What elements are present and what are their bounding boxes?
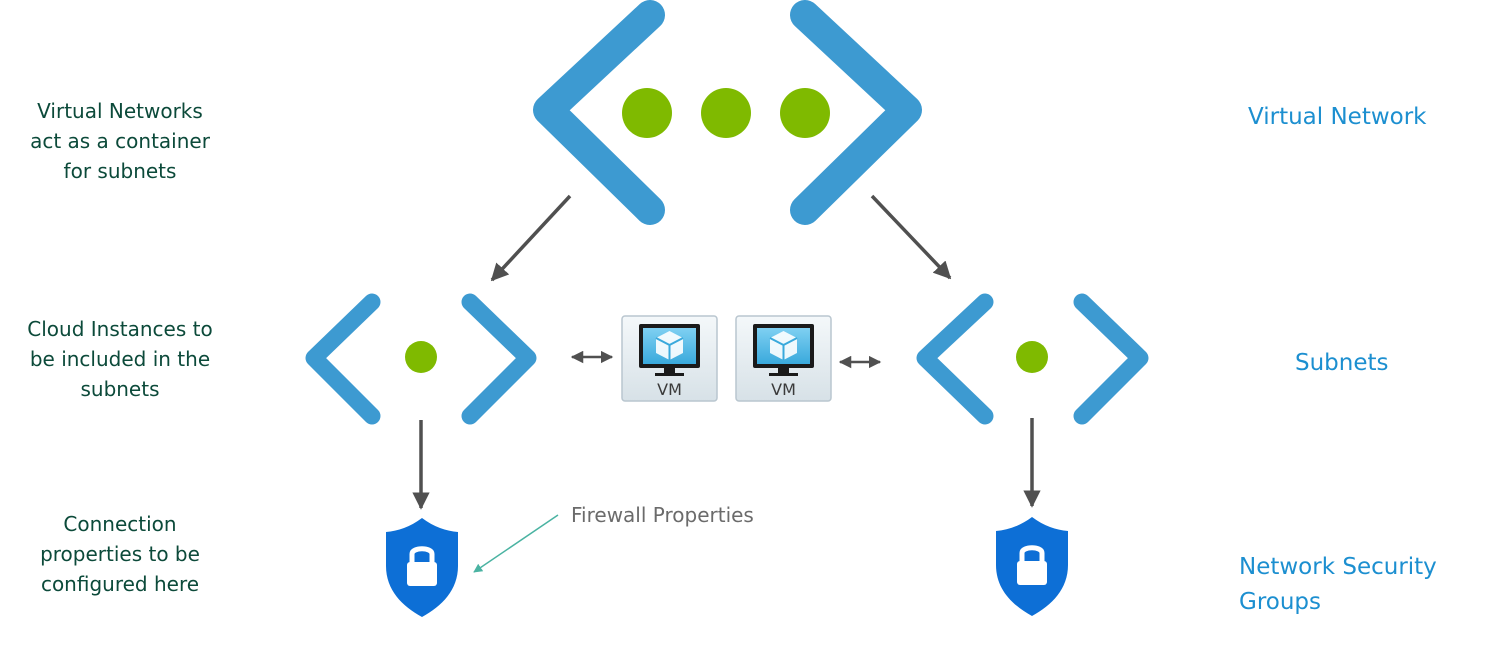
nsg-label-line2: Groups [1239,589,1322,615]
arrow-vnet-to-subnet-left [490,194,572,282]
connection-properties-description: Connection properties to be configured h… [40,512,200,596]
nsg-label-line1: Network Security [1239,554,1437,580]
firewall-callout-arrow [473,514,559,573]
vm-label: VM [657,380,682,399]
network-security-group-shield-icon [996,517,1068,616]
subnet-icon [916,293,1149,425]
subnet-icon [305,293,537,425]
subnets-label: Subnets [1295,350,1389,376]
arrow-vnet-to-subnet-right [870,194,952,280]
virtual-networks-description: Virtual Networks act as a container for … [30,99,210,183]
virtual-network-label: Virtual Network [1248,104,1427,130]
network-security-group-shield-icon [386,518,458,617]
vm-icon: VM [621,315,718,402]
vm-icon: VM [735,315,832,402]
virtual-network-icon [533,0,922,225]
vm-label: VM [771,380,796,399]
cloud-instances-description: Cloud Instances to be included in the su… [27,317,213,401]
firewall-properties-label: Firewall Properties [571,503,754,527]
